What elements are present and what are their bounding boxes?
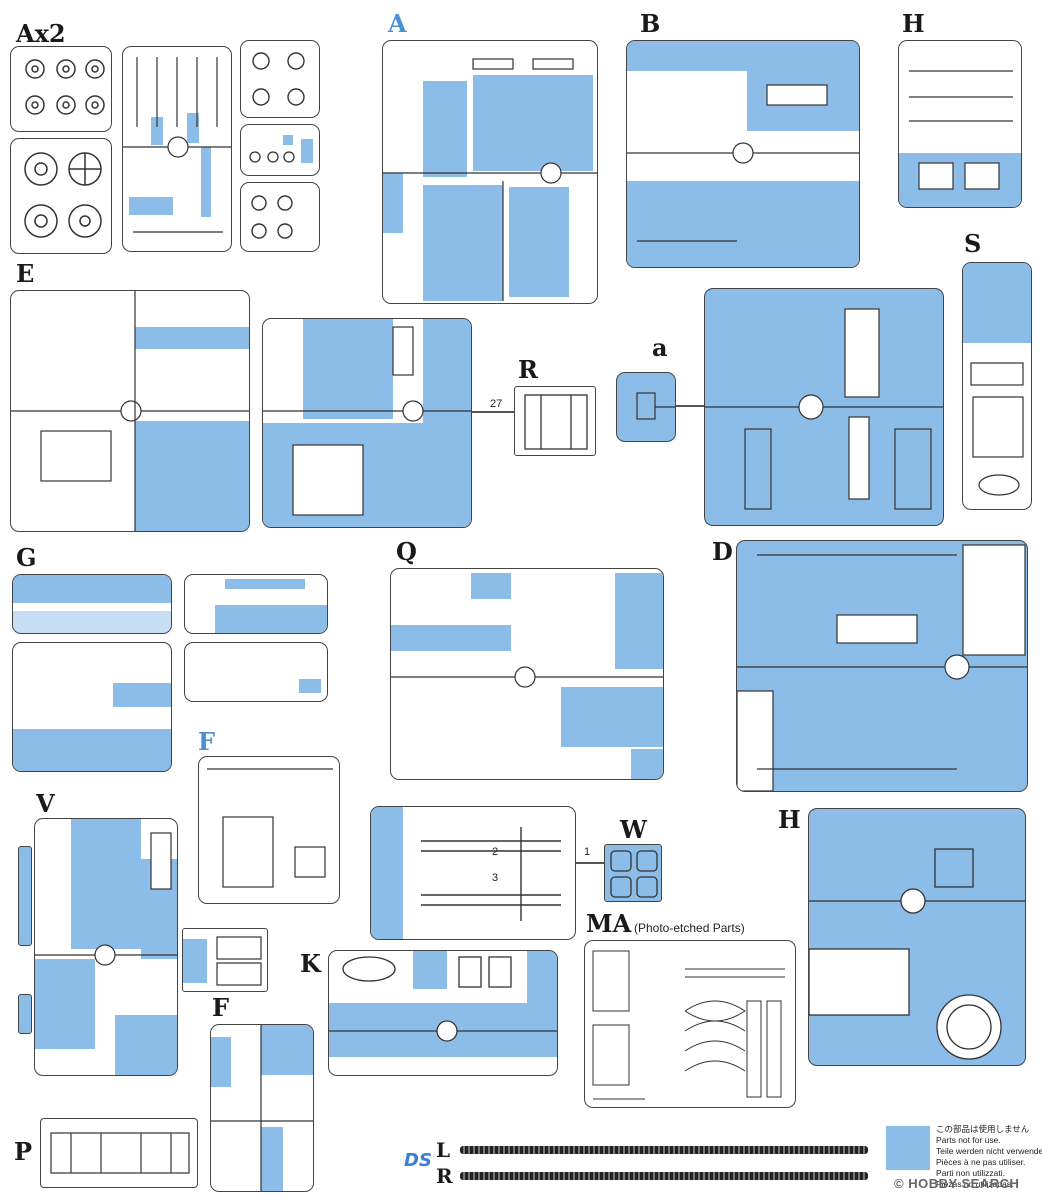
brand-logo: DS [404,1150,432,1171]
sprue-label-d: D [712,537,733,566]
sprue-v-left-piece [18,994,32,1034]
sprue-h-bottom [808,808,1026,1066]
legend-line-1: この部品は使用しません [936,1124,1030,1134]
sprue-label-q: Q [396,537,417,566]
sprue-s [962,262,1032,510]
connector-part-number: 27 [490,398,503,410]
sprue-g-3 [12,642,172,772]
sprue-q [390,568,664,780]
sprue-label-ax2: Ax2 [16,19,66,48]
track-label-r: R [436,1164,453,1188]
w-part-1: 1 [584,846,591,858]
sprue-g-4 [184,642,328,702]
sprue-ax2-right-3 [240,182,320,252]
sprue-ax2-wheels-bottom [10,138,112,254]
sprue-label-b: B [640,9,661,38]
sprue-label-e: E [16,259,35,288]
sprue-label-ma: MA [586,909,632,938]
sprue-ma [584,940,796,1108]
sprue-h-top [898,40,1022,208]
legend-line-2: Parts not for use. [936,1135,1001,1145]
watermark: © HOBBY SEARCH [894,1176,1020,1191]
drive-wheels [24,152,102,238]
sprue-w [604,844,662,902]
sprue-label-a-small: a [652,333,668,362]
sprue-g-1 [12,574,172,634]
sprue-center [262,318,472,528]
connector-center-r [472,411,514,413]
track-l [460,1146,868,1154]
sprue-r [514,386,596,456]
sprue-a-small [616,372,676,442]
legend-line-4: Pièces à ne pas utiliser. [936,1157,1026,1167]
sprue-label-a: A [388,9,407,38]
legend-line-3: Teile werden nicht verwendet. [936,1146,1042,1156]
sprue-label-h-bottom: H [778,805,801,834]
connector-chassis-w [576,862,604,864]
legend-swatch [886,1126,930,1170]
w-part-2: 2 [492,846,499,858]
wheel-grid-top [25,59,105,115]
sprue-label-f-blue: F [198,727,216,756]
sprue-k [328,950,558,1076]
sprue-v-left-strip [18,846,32,946]
sprue-label-v: V [36,789,55,818]
sprue-g-2 [184,574,328,634]
sprue-label-k: K [300,949,321,978]
sprue-v-side [182,928,268,992]
sprue-e [10,290,250,532]
track-label-l: L [436,1138,451,1162]
sprue-a-main [704,288,944,526]
sprue-label-f: F [212,993,230,1022]
sprue-chassis [370,806,576,940]
sprue-ax2-center [122,46,232,252]
sprue-b [626,40,860,268]
track-r [460,1172,868,1180]
sprue-p [40,1118,198,1188]
legend-line-6: Piezas no utilizadas. [936,1179,1014,1189]
connector-a-main [676,405,704,407]
sprue-ax2-wheels-top [10,46,112,132]
sprue-ax2-right-2 [240,124,320,176]
sprue-label-h-top: H [902,9,925,38]
sprue-ax2-right-1 [240,40,320,118]
sprue-label-r: R [518,355,538,384]
sprue-label-s: S [964,229,982,258]
legend-line-5: Parti non utilizzati. [936,1168,1005,1178]
sprue-v [34,818,178,1076]
w-part-3: 3 [492,872,499,884]
sprue-label-p: P [14,1137,33,1166]
sprue-label-w: W [620,815,647,844]
sprue-f [210,1024,314,1192]
ma-note: (Photo-etched Parts) [634,921,745,935]
sprue-a [382,40,598,304]
sprue-label-g: G [16,543,37,572]
sprue-d [736,540,1028,792]
sprue-f-blue [198,756,340,904]
